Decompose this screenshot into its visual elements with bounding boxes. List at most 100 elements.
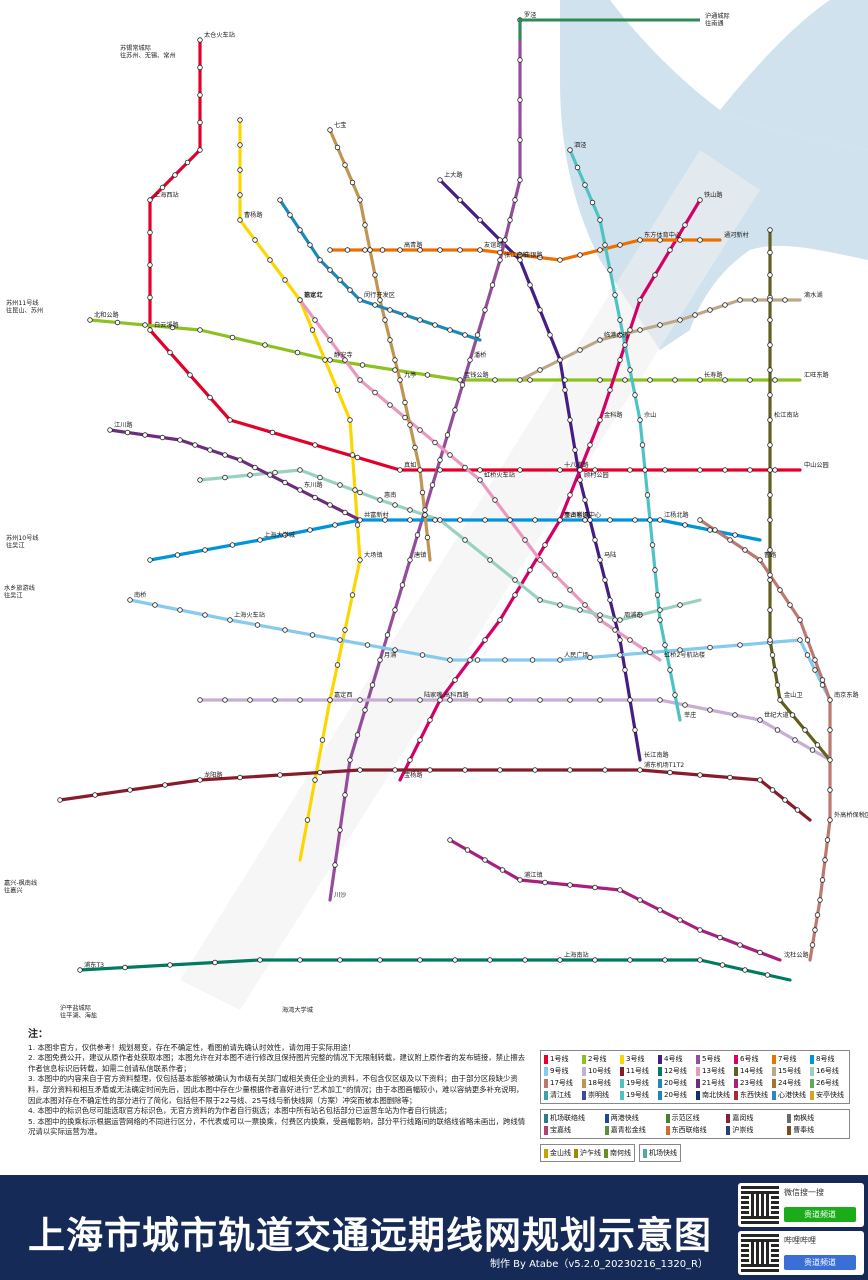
- station-marker[interactable]: [819, 677, 826, 683]
- station-marker[interactable]: [297, 227, 303, 233]
- station-marker[interactable]: [517, 877, 523, 883]
- station-marker[interactable]: [794, 807, 801, 813]
- station-marker[interactable]: [747, 377, 753, 383]
- station-marker[interactable]: [237, 217, 243, 223]
- station-marker[interactable]: [447, 327, 453, 333]
- station-marker[interactable]: [617, 887, 623, 893]
- station-marker[interactable]: [147, 557, 153, 563]
- station-marker[interactable]: [607, 267, 613, 273]
- station-marker[interactable]: [407, 557, 413, 563]
- station-marker[interactable]: [654, 592, 661, 598]
- station-marker[interactable]: [567, 587, 573, 593]
- station-marker[interactable]: [597, 417, 603, 423]
- station-marker[interactable]: [637, 297, 643, 303]
- station-marker[interactable]: [657, 322, 663, 328]
- station-marker[interactable]: [367, 247, 373, 253]
- station-marker[interactable]: [697, 377, 703, 383]
- station-marker[interactable]: [767, 249, 773, 256]
- station-marker[interactable]: [567, 882, 573, 888]
- station-marker[interactable]: [197, 777, 203, 783]
- station-marker[interactable]: [477, 697, 483, 703]
- station-marker[interactable]: [482, 637, 488, 643]
- station-marker[interactable]: [517, 97, 523, 103]
- station-marker[interactable]: [227, 617, 233, 623]
- station-marker[interactable]: [159, 434, 166, 441]
- station-marker[interactable]: [742, 967, 748, 973]
- station-marker[interactable]: [819, 877, 826, 883]
- station-marker[interactable]: [647, 377, 653, 383]
- station-marker[interactable]: [334, 387, 341, 393]
- station-marker[interactable]: [207, 447, 213, 453]
- station-marker[interactable]: [357, 297, 363, 303]
- station-marker[interactable]: [597, 612, 603, 618]
- station-marker[interactable]: [652, 567, 658, 573]
- station-marker[interactable]: [342, 792, 348, 798]
- station-marker[interactable]: [562, 387, 568, 393]
- station-marker[interactable]: [397, 467, 403, 473]
- station-marker[interactable]: [542, 542, 548, 548]
- station-marker[interactable]: [294, 349, 301, 356]
- station-marker[interactable]: [447, 837, 453, 843]
- station-marker[interactable]: [207, 394, 213, 401]
- station-marker[interactable]: [237, 142, 243, 148]
- station-marker[interactable]: [57, 797, 63, 803]
- station-marker[interactable]: [437, 697, 443, 703]
- station-marker[interactable]: [169, 324, 176, 331]
- station-marker[interactable]: [697, 957, 703, 963]
- station-marker[interactable]: [667, 769, 673, 776]
- station-marker[interactable]: [682, 522, 688, 528]
- station-marker[interactable]: [392, 767, 398, 773]
- station-marker[interactable]: [197, 37, 203, 43]
- station-marker[interactable]: [617, 652, 623, 658]
- station-marker[interactable]: [767, 517, 773, 523]
- station-marker[interactable]: [332, 522, 338, 528]
- station-marker[interactable]: [812, 657, 818, 663]
- station-marker[interactable]: [202, 612, 208, 618]
- station-marker[interactable]: [507, 517, 513, 523]
- station-marker[interactable]: [159, 184, 166, 191]
- station-marker[interactable]: [672, 692, 678, 698]
- station-marker[interactable]: [722, 302, 728, 308]
- station-marker[interactable]: [597, 617, 603, 623]
- station-marker[interactable]: [177, 607, 183, 613]
- station-marker[interactable]: [512, 592, 518, 598]
- station-marker[interactable]: [697, 237, 703, 243]
- station-marker[interactable]: [637, 237, 643, 243]
- station-marker[interactable]: [392, 357, 398, 363]
- station-marker[interactable]: [354, 522, 361, 528]
- station-marker[interactable]: [419, 652, 426, 658]
- station-marker[interactable]: [499, 867, 506, 873]
- station-marker[interactable]: [322, 357, 328, 363]
- station-marker[interactable]: [377, 657, 383, 663]
- station-marker[interactable]: [574, 164, 581, 171]
- station-marker[interactable]: [777, 587, 783, 593]
- station-marker[interactable]: [402, 414, 408, 421]
- station-marker[interactable]: [122, 964, 128, 971]
- station-marker[interactable]: [592, 884, 598, 891]
- station-marker[interactable]: [662, 957, 668, 963]
- station-marker[interactable]: [152, 602, 158, 608]
- station-marker[interactable]: [147, 294, 153, 301]
- station-marker[interactable]: [352, 487, 358, 493]
- station-marker[interactable]: [192, 442, 198, 448]
- station-marker[interactable]: [357, 489, 363, 496]
- station-marker[interactable]: [677, 317, 683, 323]
- station-marker[interactable]: [392, 607, 398, 613]
- station-marker[interactable]: [529, 657, 536, 663]
- station-marker[interactable]: [349, 452, 356, 458]
- station-marker[interactable]: [497, 767, 503, 773]
- station-marker[interactable]: [297, 697, 303, 703]
- station-marker[interactable]: [482, 517, 488, 523]
- station-marker[interactable]: [342, 627, 348, 633]
- station-marker[interactable]: [297, 487, 303, 493]
- station-marker[interactable]: [357, 767, 363, 773]
- station-marker[interactable]: [517, 137, 523, 143]
- station-marker[interactable]: [587, 442, 593, 448]
- station-marker[interactable]: [677, 917, 683, 923]
- station-marker[interactable]: [627, 367, 633, 373]
- station-marker[interactable]: [252, 237, 258, 243]
- station-marker[interactable]: [767, 272, 773, 278]
- station-marker[interactable]: [637, 612, 643, 618]
- station-marker[interactable]: [627, 697, 633, 703]
- station-marker[interactable]: [722, 377, 728, 383]
